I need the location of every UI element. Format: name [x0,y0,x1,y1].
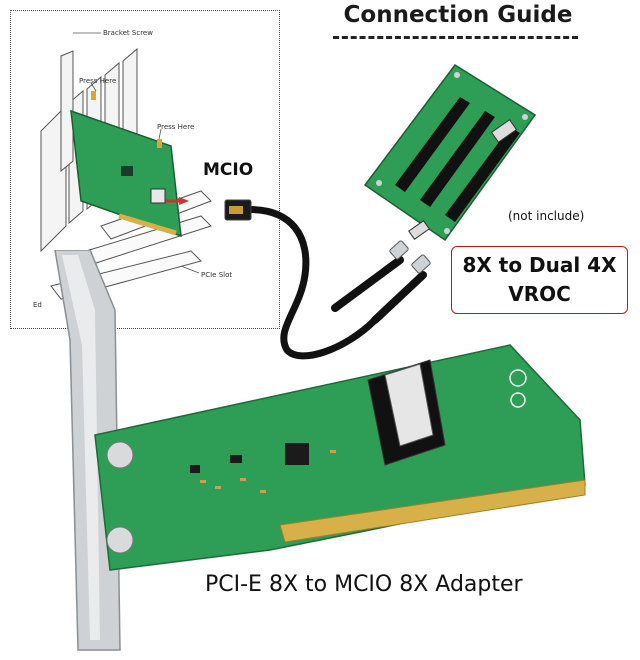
pcie-slot-label: PCIe Slot [201,271,232,279]
pcie-adapter-card [54,250,586,651]
vroc-line-1: 8X to Dual 4X [462,253,617,277]
mcio-label: MCIO [203,160,254,180]
installation-diagram: Bracket Screw Press Here Press Here PCIe… [10,10,280,329]
adapter-caption: PCI-E 8X to MCIO 8X Adapter [205,572,523,597]
press-here-label-1: Press Here [79,77,116,85]
vroc-riser-board [363,63,537,242]
installation-illustration: Bracket Screw Press Here Press Here PCIe… [33,29,232,309]
not-included-note: (not include) [508,209,585,223]
diagram-fragment-left: Ed [33,301,42,309]
guide-title: Connection Guide [343,2,573,28]
press-here-label-2: Press Here [157,123,194,131]
bracket-screw-label: Bracket Screw [103,29,153,37]
title-underline [333,36,578,39]
mcio-cable [224,199,431,360]
vroc-mode-box: 8X to Dual 4X VROC [451,246,628,314]
vroc-line-2: VROC [508,282,571,306]
